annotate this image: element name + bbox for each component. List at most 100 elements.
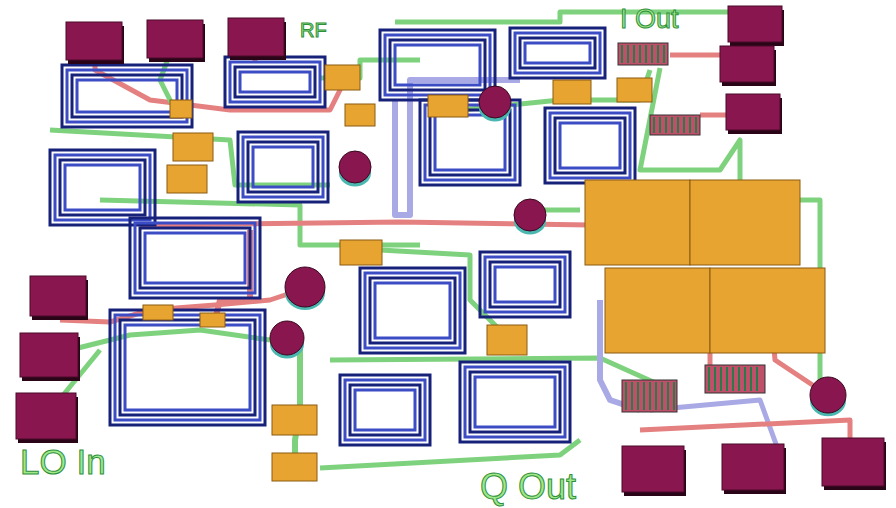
inductor-turn: [345, 380, 425, 440]
transistor-finger: [708, 367, 710, 391]
inductor-turn: [360, 268, 465, 353]
inductor-turn: [510, 28, 605, 78]
capacitor: [553, 80, 591, 104]
inductor-turn: [230, 62, 320, 102]
transistor-finger: [671, 117, 673, 133]
inductor-turn: [520, 38, 595, 68]
inductor-turn: [550, 113, 630, 178]
transistor-finger: [720, 367, 722, 391]
metal-traces: [50, 12, 850, 468]
transistor-finger: [659, 117, 661, 133]
transistor-finger: [645, 45, 647, 63]
bond-pad: [622, 446, 684, 492]
transistor-finger: [677, 117, 679, 133]
inductor-turn: [240, 72, 310, 92]
capacitor: [487, 325, 527, 355]
inductor-turn: [120, 320, 255, 415]
transistor-finger: [653, 117, 655, 133]
transistor-finger: [657, 45, 659, 63]
inductor-turn: [460, 362, 570, 442]
resistor: [339, 151, 371, 183]
capacitor: [340, 240, 382, 265]
transistor-finger: [665, 117, 667, 133]
transistor: [622, 380, 677, 412]
transistor-finger: [695, 117, 697, 133]
inductor-turn: [50, 150, 155, 225]
bond-pad: [720, 46, 774, 82]
bond-pads: [16, 6, 886, 496]
bond-pad: [66, 22, 122, 60]
transistor: [650, 115, 700, 135]
bond-pad: [722, 444, 784, 490]
inductor-turn: [470, 372, 560, 432]
capacitor: [200, 313, 225, 327]
transistor-finger: [639, 45, 641, 63]
inductor-turn: [225, 57, 325, 107]
inductor-turn: [115, 315, 260, 420]
resistor: [810, 377, 846, 413]
resistor: [514, 199, 546, 231]
transistor-finger: [744, 367, 746, 391]
bond-pad: [726, 94, 780, 130]
inductor-turn: [560, 123, 620, 168]
inductor-turn: [475, 377, 555, 427]
transistor-finger: [651, 45, 653, 63]
inductor-turn: [375, 283, 450, 338]
transistor-finger: [643, 382, 645, 410]
transistor-finger: [714, 367, 716, 391]
bond-pad: [16, 393, 76, 439]
transistor-finger: [689, 117, 691, 133]
inductor-turn: [350, 385, 420, 435]
inductor-turn: [395, 45, 480, 85]
bond-pad: [228, 18, 284, 56]
capacitor: [325, 65, 360, 90]
inductor-turn: [525, 43, 590, 63]
bond-pad: [147, 20, 203, 58]
inductor-turn: [140, 228, 250, 288]
capacitor: [710, 268, 825, 353]
capacitor-plates: [143, 65, 825, 481]
inductor-turn: [55, 155, 150, 220]
inductor-turn: [490, 262, 560, 307]
capacitor: [173, 133, 213, 161]
inductor-turn: [130, 218, 260, 298]
transistor-finger: [673, 382, 675, 410]
inductor-turn: [435, 115, 505, 170]
transistor-finger: [663, 45, 665, 63]
signal-name: RF: [300, 20, 327, 40]
transistor-finger: [655, 382, 657, 410]
capacitor: [167, 165, 207, 193]
inductor-turn: [485, 257, 565, 312]
inductor-turn: [60, 160, 145, 215]
bond-pad: [20, 333, 78, 377]
inductor-turn: [248, 142, 318, 192]
resistor-symbols: [270, 86, 846, 416]
signal-name: I Out: [620, 6, 679, 33]
inductor-turn: [72, 75, 182, 117]
capacitor: [428, 95, 468, 117]
transistor-finger: [621, 45, 623, 63]
capacitor: [143, 305, 173, 320]
resistor: [270, 321, 304, 355]
signal-name: LO In: [20, 444, 106, 479]
transistor-finger: [661, 382, 663, 410]
inductor-turn: [465, 367, 565, 437]
transistor-finger: [627, 45, 629, 63]
inductor-turn: [135, 223, 255, 293]
bond-pad: [30, 276, 86, 316]
capacitor: [272, 405, 317, 435]
resistor: [285, 267, 325, 307]
inductor-turn: [380, 30, 495, 100]
inductor-turn: [365, 273, 460, 348]
inductor-turn: [340, 375, 430, 445]
inductor-turn: [110, 310, 265, 425]
inductor-turn: [355, 390, 415, 430]
inductor-turn: [67, 70, 187, 122]
inductor-spirals: [50, 28, 635, 445]
transistor-finger: [631, 382, 633, 410]
inductor-turn: [385, 35, 490, 95]
transistor-finger: [649, 382, 651, 410]
inductor-turn: [145, 233, 245, 283]
inductor-turn: [555, 118, 625, 173]
